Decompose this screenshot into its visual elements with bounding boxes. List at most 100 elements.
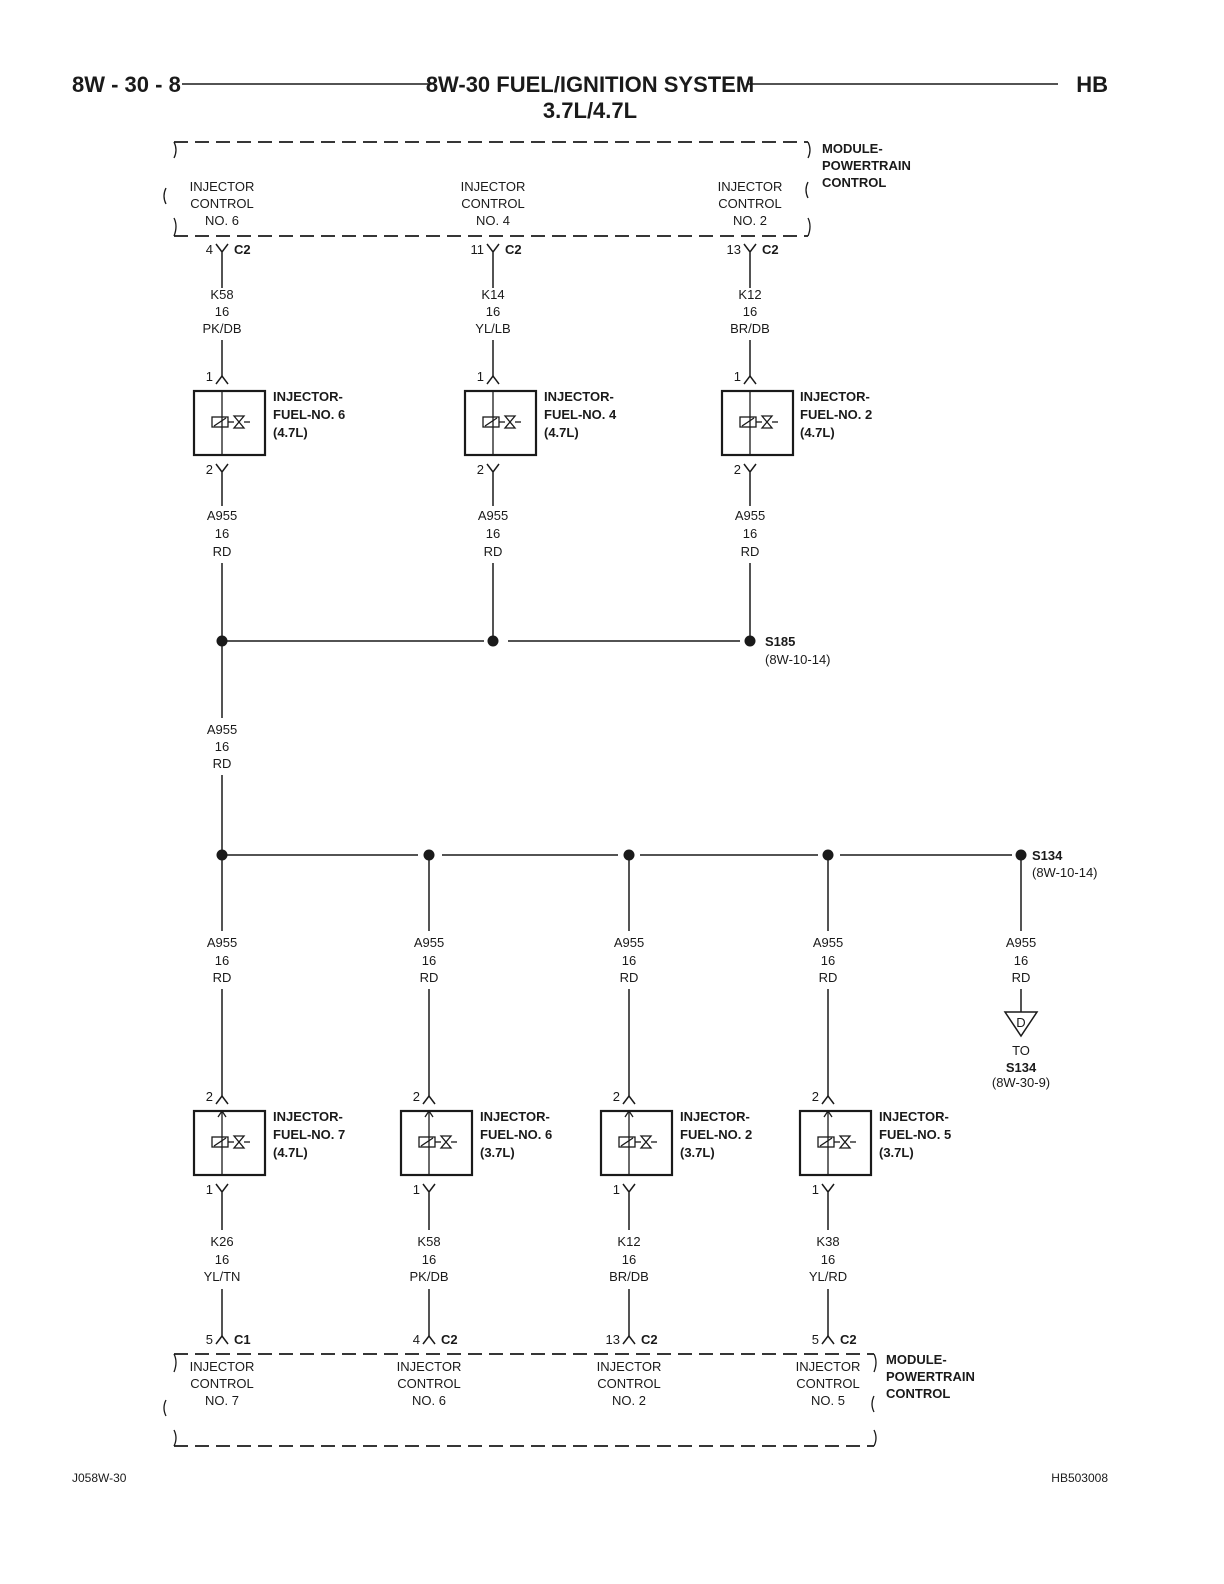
pin-label-line-3: NO. 2	[733, 213, 767, 228]
injector-box	[798, 1109, 873, 1177]
bottom-module-break-left	[163, 1353, 177, 1447]
injector-solenoid-icon	[618, 1109, 657, 1175]
bottom-module-break-right	[871, 1353, 877, 1447]
module-pin-label-line-3: NO. 2	[612, 1393, 646, 1408]
wire-color: YL/TN	[204, 1269, 241, 1284]
wire-code: A955	[614, 935, 644, 950]
pin-number: 5	[812, 1332, 819, 1347]
wire-color: YL/LB	[475, 321, 510, 336]
top-circuit-injector-4-4-7l: K14 16 YL/LB 1 INJECTOR- FUEL-NO. 4 (4.7…	[463, 287, 617, 641]
injector-name-line-1: INJECTOR-	[680, 1109, 750, 1124]
injector-name-line-3: (4.7L)	[273, 425, 308, 440]
injector-name-line-3: (4.7L)	[273, 1145, 308, 1160]
pin-number-out: 1	[206, 1182, 213, 1197]
pin-number: 4	[206, 242, 213, 257]
connector-terminal-symbol	[215, 463, 229, 506]
connector-id: C2	[762, 242, 779, 257]
splice-reference: (8W-10-14)	[765, 652, 831, 667]
page-title: 8W-30 FUEL/IGNITION SYSTEM	[426, 72, 754, 97]
injector-name-line-3: (4.7L)	[800, 425, 835, 440]
wire-code: K14	[481, 287, 504, 302]
top-module-break-right	[805, 141, 811, 237]
pin-number: 11	[471, 242, 485, 257]
pin-number-in: 2	[206, 1089, 213, 1104]
wire-code: A955	[207, 722, 237, 737]
connector-terminal-symbol	[821, 1094, 835, 1105]
top-module-name-line-3: CONTROL	[822, 175, 886, 190]
connector-terminal-symbol	[215, 374, 229, 385]
pin-label-line-3: NO. 6	[205, 213, 239, 228]
injector-solenoid-icon	[211, 391, 250, 455]
injector-name-line-2: FUEL-NO. 7	[273, 1127, 345, 1142]
pin-number-out: 1	[613, 1182, 620, 1197]
wire-gauge: 16	[743, 526, 757, 541]
wire-gauge: 16	[422, 953, 436, 968]
connector-id: C2	[441, 1332, 458, 1347]
injector-name-line-1: INJECTOR-	[480, 1109, 550, 1124]
page-header: 8W - 30 - 8 8W-30 FUEL/IGNITION SYSTEM H…	[72, 72, 1108, 123]
wire-gauge: 16	[622, 953, 636, 968]
connector-id: C2	[641, 1332, 658, 1347]
pin-label-line-1: INJECTOR	[718, 179, 783, 194]
splice-id: S185	[765, 634, 795, 649]
injector-solenoid-icon	[211, 1109, 250, 1175]
connector-terminal-symbol	[821, 1334, 835, 1345]
bottom-module-name-line-3: CONTROL	[886, 1386, 950, 1401]
injector-name-line-2: FUEL-NO. 5	[879, 1127, 951, 1142]
module-pin-label-line-1: INJECTOR	[597, 1359, 662, 1374]
wire-code: A955	[207, 508, 237, 523]
connector-terminal-symbol	[215, 1094, 229, 1105]
injector-solenoid-icon	[817, 1109, 856, 1175]
connector-id: C2	[840, 1332, 857, 1347]
injector-box	[399, 1109, 474, 1177]
pin-number: 5	[206, 1332, 213, 1347]
connector-terminal-symbol	[422, 1334, 436, 1345]
module-pin-label-line-3: NO. 5	[811, 1393, 845, 1408]
target-splice: S134	[1006, 1060, 1037, 1075]
wire-color: RD	[213, 544, 232, 559]
bottom-circuit-injector-2-3-7l: A955 16 RD 2 INJECTOR- FUEL-NO. 2 (3.7L)…	[597, 855, 752, 1408]
top-module-pin-2: INJECTOR CONTROL NO. 4 11 C2	[461, 179, 525, 288]
pin-number-out: 2	[477, 462, 484, 477]
wire-gauge: 16	[486, 304, 500, 319]
module-pin-label-line-3: NO. 6	[412, 1393, 446, 1408]
connector-id: C2	[505, 242, 522, 257]
offpage-triangle-icon	[1003, 1011, 1039, 1038]
top-circuit-injector-2-4-7l: K12 16 BR/DB 1 INJECTOR- FUEL-NO. 2 (4.7…	[720, 287, 872, 641]
injector-box	[463, 389, 538, 457]
module-pin-label-line-2: CONTROL	[597, 1376, 661, 1391]
pin-number: 4	[413, 1332, 420, 1347]
injector-box	[599, 1109, 674, 1177]
page-footer: J058W-30 HB503008	[72, 1471, 1108, 1485]
connector-id: C1	[234, 1332, 251, 1347]
pin-number-in: 2	[613, 1089, 620, 1104]
wire-gauge: 16	[215, 304, 229, 319]
wire-gauge: 16	[215, 526, 229, 541]
module-pin-label-line-2: CONTROL	[190, 1376, 254, 1391]
injector-name-line-1: INJECTOR-	[273, 1109, 343, 1124]
wire-color: YL/RD	[809, 1269, 847, 1284]
wire-color: PK/DB	[202, 321, 241, 336]
page-subtitle: 3.7L/4.7L	[543, 98, 637, 123]
injector-solenoid-icon	[482, 391, 521, 455]
wire-gauge: 16	[622, 1252, 636, 1267]
connector-terminal-symbol	[622, 1183, 636, 1230]
wire-color: PK/DB	[409, 1269, 448, 1284]
module-pin-label-line-1: INJECTOR	[796, 1359, 861, 1374]
injector-name-line-2: FUEL-NO. 4	[544, 407, 617, 422]
pin-number-in: 1	[477, 369, 484, 384]
wire-color: RD	[213, 970, 232, 985]
pin-number-out: 2	[734, 462, 741, 477]
pin-label-line-3: NO. 4	[476, 213, 510, 228]
splice-reference: (8W-10-14)	[1032, 865, 1098, 880]
wire-gauge: 16	[1014, 953, 1028, 968]
injector-name-line-3: (3.7L)	[480, 1145, 515, 1160]
injector-solenoid-icon	[739, 391, 778, 455]
module-pin-label-line-2: CONTROL	[796, 1376, 860, 1391]
module-pin-label-line-3: NO. 7	[205, 1393, 239, 1408]
connector-id: C2	[234, 242, 251, 257]
injector-solenoid-icon	[418, 1109, 457, 1175]
module-pin-label-line-2: CONTROL	[397, 1376, 461, 1391]
wire-gauge: 16	[743, 304, 757, 319]
connector-letter: D	[1016, 1015, 1025, 1030]
